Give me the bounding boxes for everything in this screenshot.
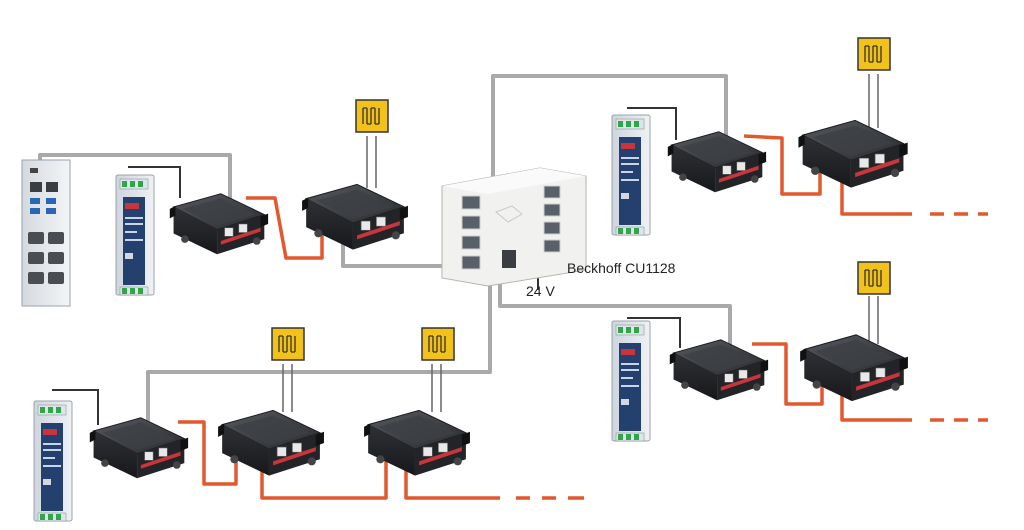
measurement-module-icon: [797, 119, 909, 189]
strain-gauge-icon: [271, 327, 305, 361]
measurement-module-icon: [363, 409, 471, 477]
strain-gauge-icon: [421, 327, 455, 361]
continuation-dashes: [516, 212, 988, 500]
measurement-module-icon: [89, 417, 189, 479]
measurement-module-icon: [669, 339, 769, 401]
strain-gauge-icon: [355, 99, 389, 133]
voltage-label: 24 V: [526, 283, 555, 299]
industrial-pc-icon: [21, 159, 71, 307]
power-supply-icon: [33, 400, 73, 522]
measurement-module-icon: [301, 183, 409, 251]
sensor-chain-cables: [178, 134, 912, 500]
gauge-wires: [282, 74, 879, 412]
strain-gauge-icon: [857, 37, 891, 71]
strain-gauge-icon: [857, 261, 891, 295]
power-cables: [52, 107, 681, 425]
switch-label: Beckhoff CU1128: [567, 260, 676, 276]
ethernet-switch-icon: [441, 167, 587, 287]
measurement-module-icon: [169, 193, 269, 255]
measurement-module-icon: [217, 409, 325, 477]
power-supply-icon: [115, 174, 155, 296]
measurement-module-icon: [799, 334, 909, 402]
power-supply-icon: [611, 114, 651, 236]
power-supply-icon: [611, 320, 651, 442]
measurement-module-icon: [667, 131, 767, 193]
